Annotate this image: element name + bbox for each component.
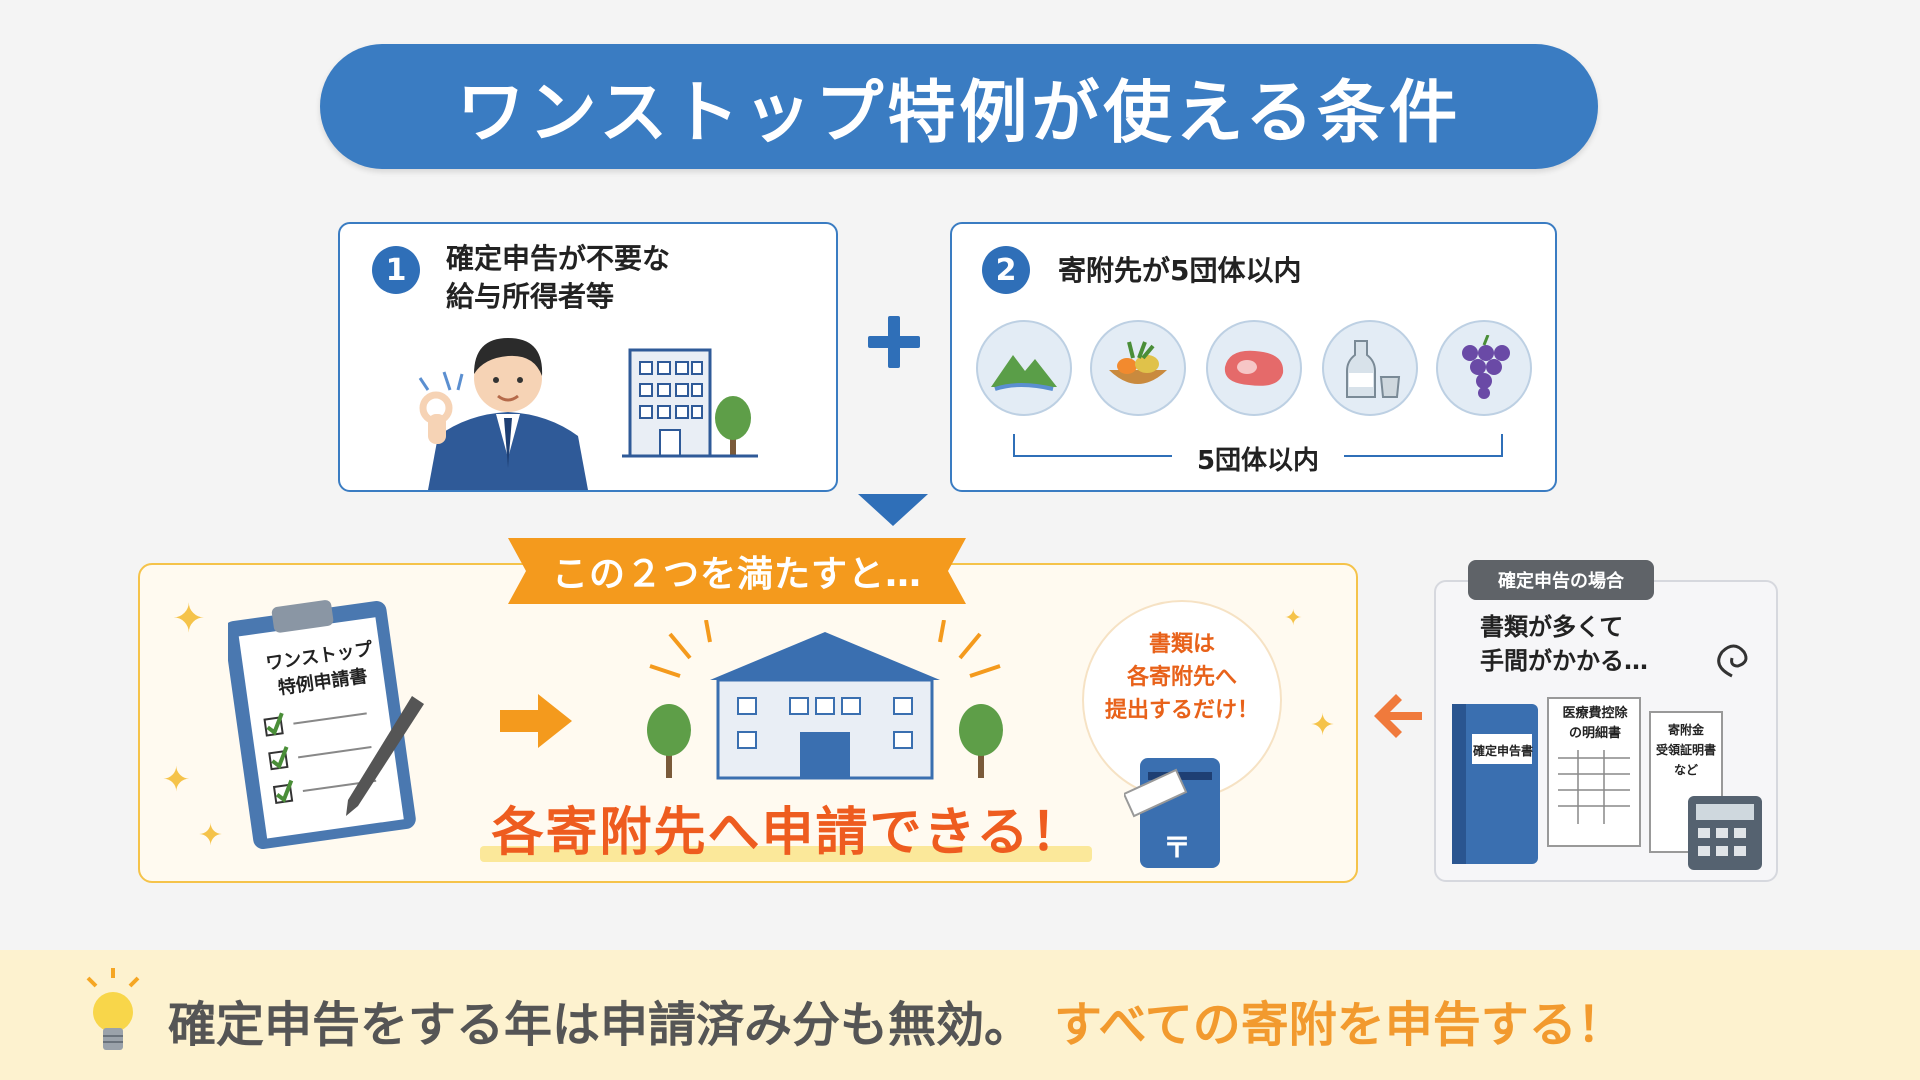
donation-certificate-doc: 寄附金 受領証明書 など <box>1650 720 1722 780</box>
condition-1-number: 1 <box>372 246 420 294</box>
plus-icon <box>868 316 920 368</box>
doc1-line2: の明細書 <box>1568 726 1621 741</box>
sparkle-icon: ✦ <box>1284 606 1303 631</box>
tax-return-line1: 書類が多くて <box>1480 613 1624 641</box>
sparkle-icon: ✦ <box>198 818 224 853</box>
lightbulb-icon <box>86 968 140 1050</box>
post-box-icon <box>1124 758 1220 868</box>
doc2-line3: など <box>1673 763 1698 777</box>
binder-label: 確定申告書 <box>1472 744 1533 758</box>
sake-bottle-icon <box>1322 320 1418 416</box>
tax-return-text: 書類が多くて 手間がかかる… <box>1480 610 1648 678</box>
footer-main-text: 確定申告をする年は申請済み分も無効。 <box>168 997 1033 1053</box>
left-arrow-icon <box>1374 694 1422 738</box>
page-title: ワンストップ特例が使える条件 <box>456 74 1462 153</box>
doc2-line1: 寄附金 <box>1667 723 1704 737</box>
municipal-building-icon <box>647 620 1003 780</box>
result-ribbon <box>508 538 966 604</box>
result-main-text: 各寄附先へ申請できる！ <box>491 803 1085 863</box>
bubble-line2: 各寄附先へ <box>1126 665 1237 690</box>
footer-message: 確定申告をする年は申請済み分も無効。すべての寄附を申告する！ <box>168 985 1625 1055</box>
office-building-icon <box>622 348 758 458</box>
condition-2-number: 2 <box>982 246 1030 294</box>
sparkle-icon: ✦ <box>162 760 191 800</box>
businessman-ok-icon <box>418 338 588 490</box>
condition-1-card <box>338 222 838 492</box>
five-groups-bracket <box>1013 434 1503 457</box>
post-mark: 〒 <box>1162 831 1191 864</box>
footer-accent-text: すべての寄附を申告する！ <box>1054 997 1625 1053</box>
condition-2-text: 寄附先が5団体以内 <box>1058 254 1302 287</box>
tax-return-tag: 確定申告の場合 <box>1468 560 1654 600</box>
five-groups-label: 5団体以内 <box>1196 446 1320 476</box>
doc1-line1: 医療費控除 <box>1562 706 1628 721</box>
grape-icon <box>1436 320 1532 416</box>
result-ribbon-text: この２つを満たすと… <box>551 554 922 595</box>
right-arrow-icon <box>500 694 572 748</box>
title-banner: ワンストップ特例が使える条件 <box>320 44 1598 169</box>
bubble-line3: 提出するだけ！ <box>1104 698 1259 723</box>
stress-swirl-icon <box>1717 644 1748 678</box>
medical-deduction-doc: 医療費控除 の明細書 <box>1552 704 1638 744</box>
sparkle-icon: ✦ <box>1310 708 1336 743</box>
sparkle-icon: ✦ <box>172 596 206 642</box>
condition-1-line2: 給与所得者等 <box>446 280 615 313</box>
condition-1-text: 確定申告が不要な 給与所得者等 <box>446 240 670 316</box>
doc2-line2: 受領証明書 <box>1655 743 1716 757</box>
result-highlight <box>480 846 1092 862</box>
mountain-icon <box>976 320 1072 416</box>
documents-pile-icon <box>1452 697 1762 870</box>
speech-bubble-text: 書類は 各寄附先へ 提出するだけ！ <box>1082 628 1282 727</box>
vegetable-basket-icon <box>1090 320 1186 416</box>
footer-banner <box>0 950 1920 1080</box>
tax-return-line2: 手間がかかる… <box>1480 647 1648 675</box>
meat-icon <box>1206 320 1302 416</box>
bubble-line1: 書類は <box>1148 632 1215 657</box>
condition-1-line1: 確定申告が不要な <box>446 242 671 275</box>
clipboard-icon <box>228 600 424 850</box>
down-arrow-icon <box>858 494 928 526</box>
